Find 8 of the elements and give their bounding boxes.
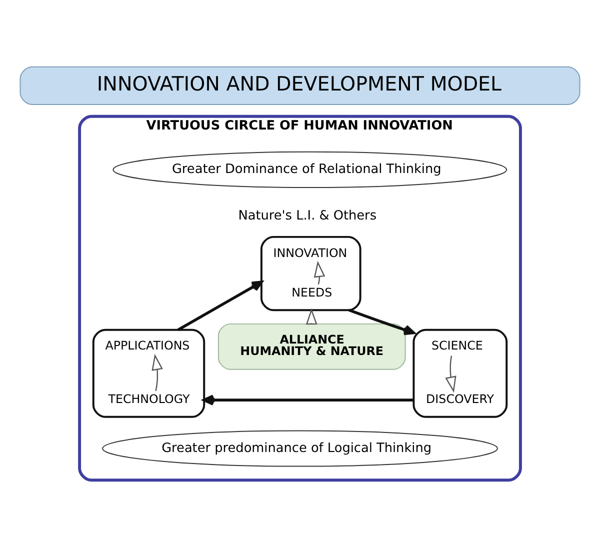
node-text: DISCOVERY (426, 392, 494, 406)
node-text: INNOVATION (273, 245, 348, 260)
node-text: SCIENCE (431, 338, 483, 352)
diagram-title: INNOVATION AND DEVELOPMENT MODEL (96, 72, 502, 96)
node-label: Nature's L.I. & Others (238, 208, 377, 224)
node-text: APPLICATIONS (105, 338, 190, 352)
node-text: NEEDS (292, 284, 332, 299)
node-text: TECHNOLOGY (108, 392, 190, 406)
